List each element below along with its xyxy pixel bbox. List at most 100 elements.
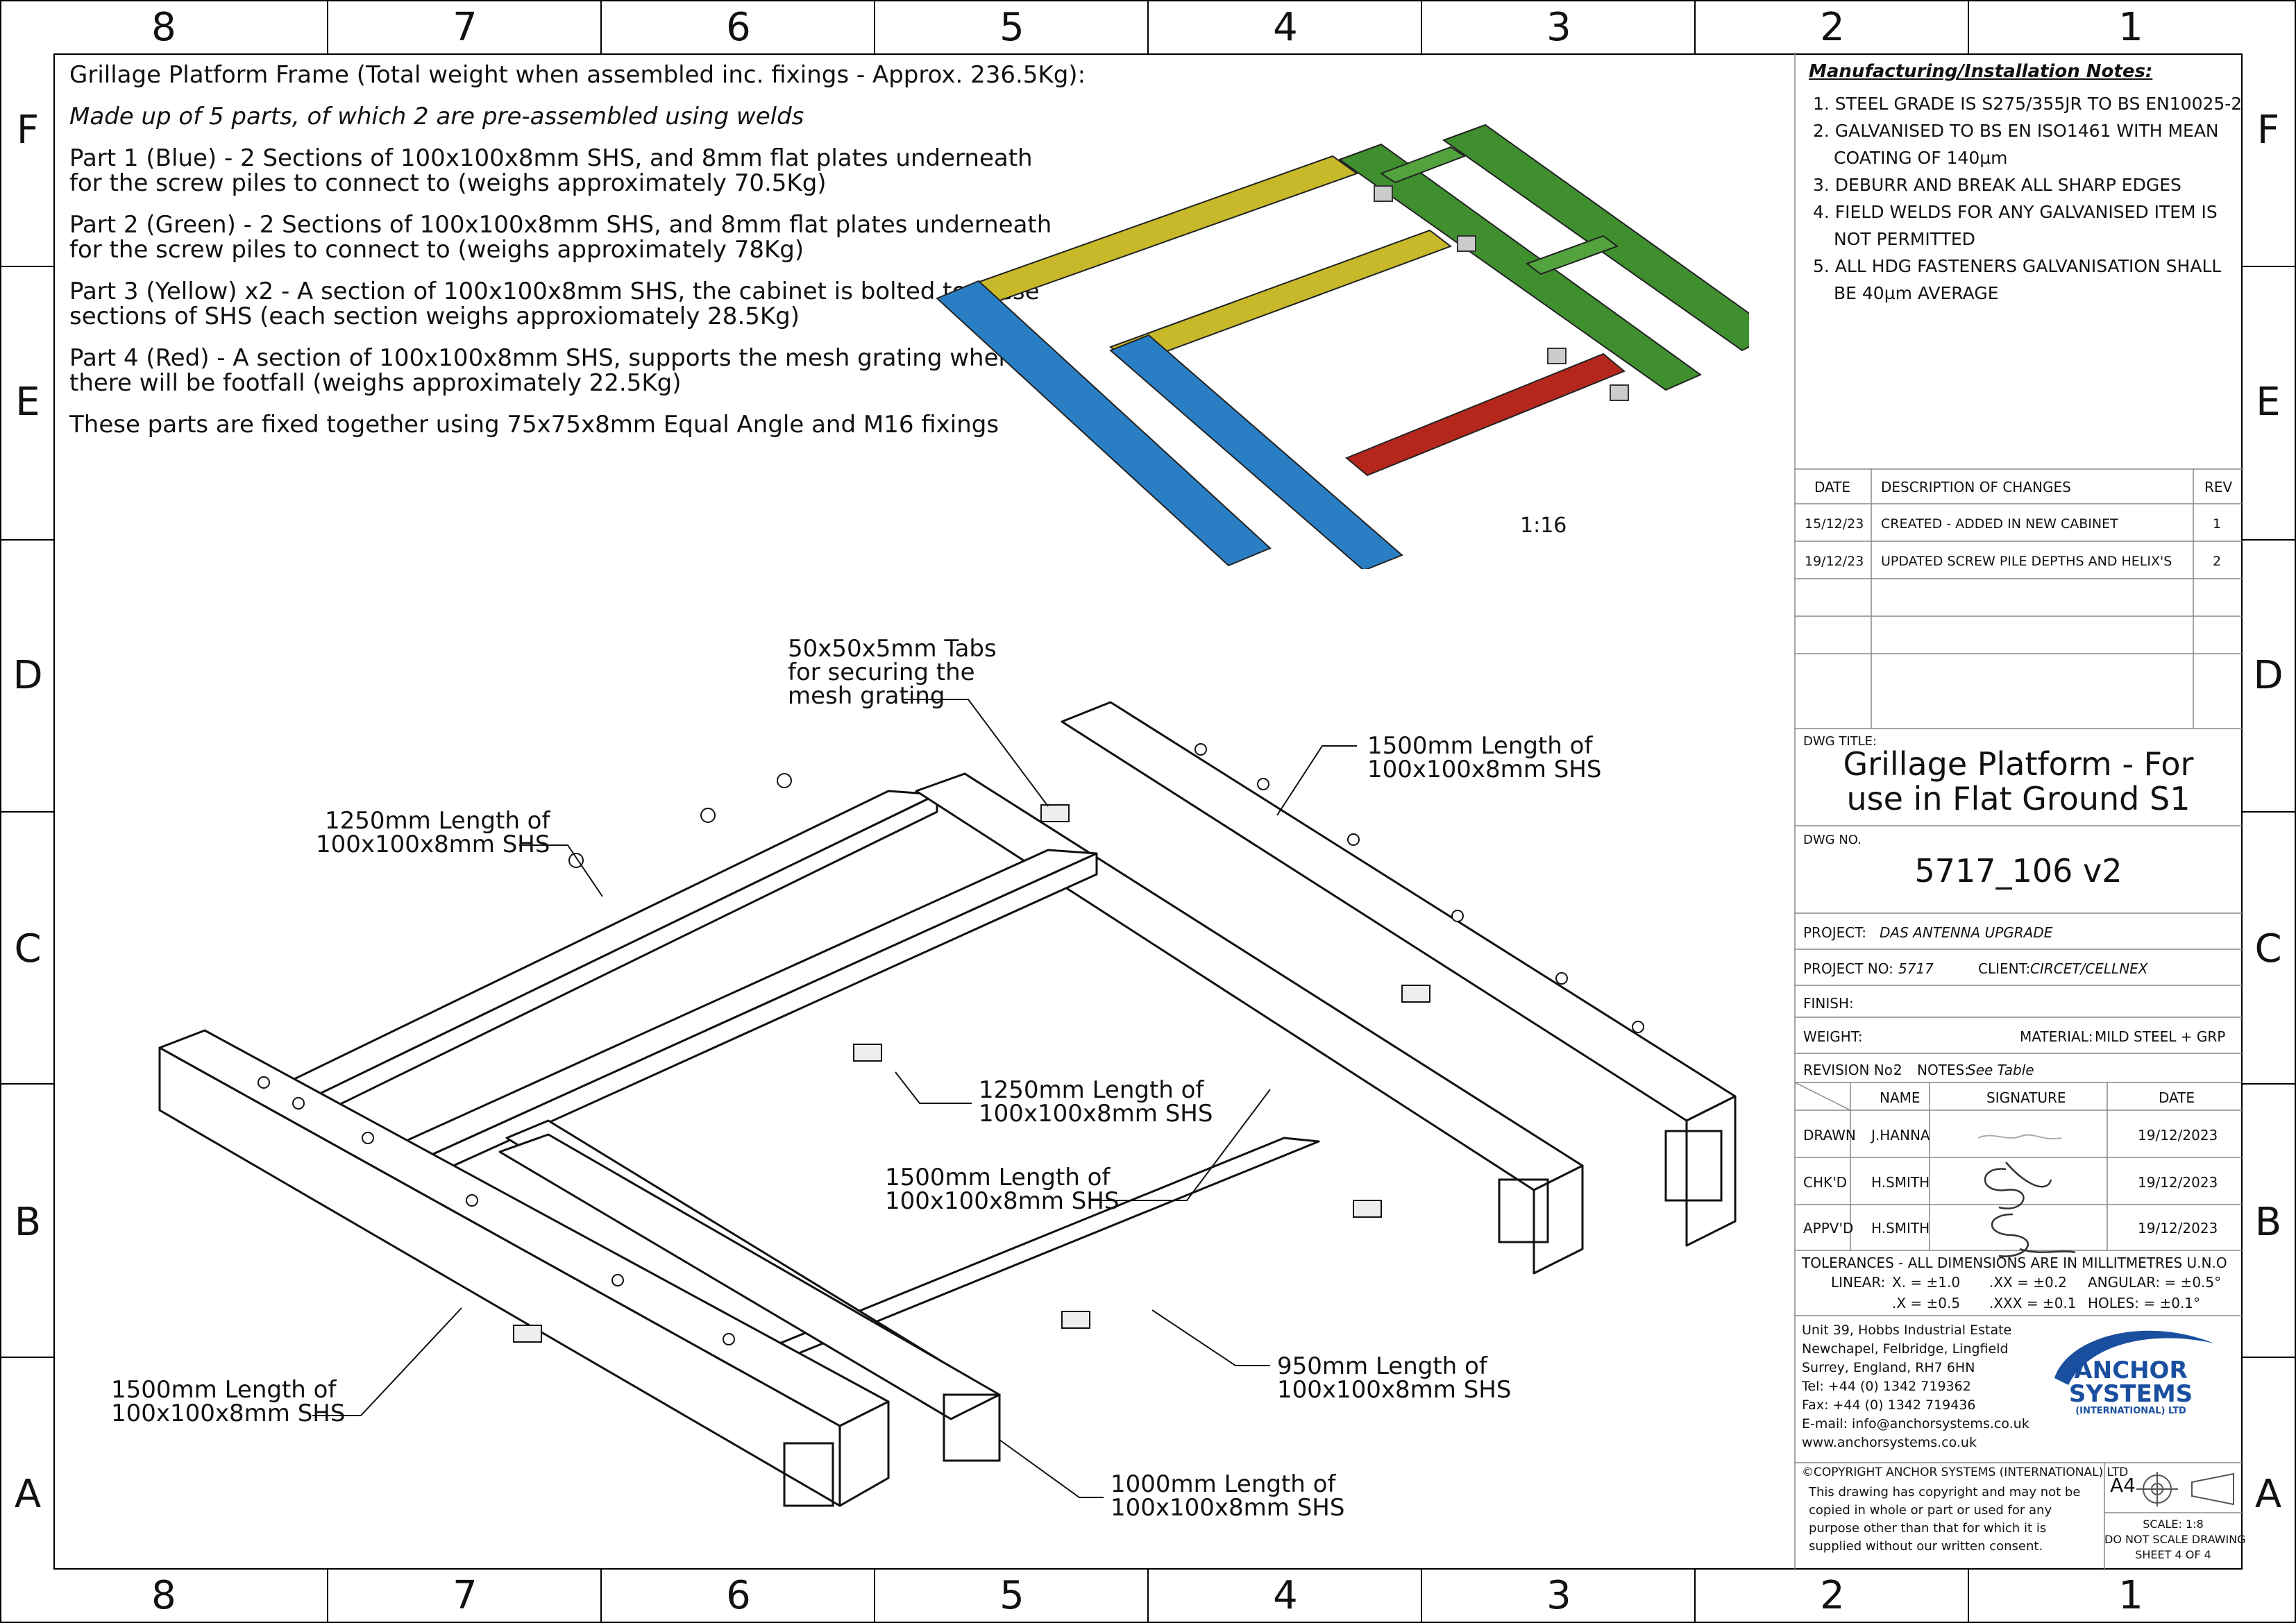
company-logo: ANCHOR SYSTEMS (INTERNATIONAL) LTD — [2068, 1357, 2193, 1416]
sign-name: H.SMITH — [1871, 1174, 1930, 1191]
zone-col-bottom: 3 — [1546, 1573, 1571, 1618]
zone-row-right: F — [2256, 108, 2280, 153]
sign-date: 19/12/2023 — [2138, 1220, 2218, 1237]
project-label: PROJECT: — [1803, 924, 1866, 941]
zone-col-top: 4 — [1273, 5, 1298, 50]
weight-label: WEIGHT: — [1803, 1028, 1863, 1045]
sign-name: H.SMITH — [1871, 1220, 1930, 1237]
zone-col-top: 5 — [999, 5, 1024, 50]
sign-date: 19/12/2023 — [2138, 1127, 2218, 1144]
rev-row-rev: 2 — [2213, 554, 2222, 569]
tolerances-heading: TOLERANCES - ALL DIMENSIONS ARE IN MILLI… — [1802, 1255, 2227, 1271]
zone-row-left: D — [12, 653, 43, 698]
material-label: MATERIAL: — [2020, 1028, 2093, 1045]
zone-col-bottom: 5 — [999, 1573, 1024, 1618]
project-no-label: PROJECT NO: — [1803, 960, 1893, 977]
parts-description: Grillage Platform Frame (Total weight wh… — [69, 62, 1086, 454]
description-title: Grillage Platform Frame (Total weight wh… — [69, 61, 1086, 89]
dwg-no-label: DWG NO. — [1803, 833, 1862, 847]
signature-approved — [1991, 1213, 2076, 1257]
copyright-heading: ©COPYRIGHT ANCHOR SYSTEMS (INTERNATIONAL… — [1802, 1465, 2129, 1479]
part1-text: Part 1 (Blue) - 2 Sections of 100x100x8m… — [69, 144, 1033, 197]
tol-linear-label: LINEAR: — [1831, 1274, 1886, 1291]
zone-row-right: C — [2254, 926, 2282, 971]
sheet-info: SCALE: 1:8 DO NOT SCALE DRAWING SHEET 4 … — [2104, 1518, 2246, 1561]
zone-row-left: C — [14, 926, 42, 971]
main-iso-drawing — [158, 701, 1737, 1507]
zone-row-right: B — [2254, 1200, 2282, 1245]
sign-header-signature: SIGNATURE — [1986, 1089, 2066, 1106]
signatures — [1977, 1134, 2076, 1257]
sign-role: DRAWN — [1803, 1127, 1856, 1144]
rev-header-description: DESCRIPTION OF CHANGES — [1881, 479, 2071, 495]
part2-text: Part 2 (Green) - 2 Sections of 100x100x8… — [69, 211, 1052, 264]
part4-text: Part 4 (Red) - A section of 100x100x8mm … — [69, 344, 1022, 397]
iso-scale-label: 1:16 — [1520, 513, 1567, 538]
sign-header-date: DATE — [2159, 1089, 2195, 1106]
notes-label: NOTES: — [1917, 1062, 1969, 1078]
zone-col-bottom: 1 — [2118, 1573, 2143, 1618]
zone-row-right: E — [2256, 380, 2281, 425]
zone-col-bottom: 4 — [1273, 1573, 1298, 1618]
sign-date: 19/12/2023 — [2138, 1174, 2218, 1191]
zone-col-bottom: 7 — [453, 1573, 478, 1618]
rev-row-date: 19/12/23 — [1805, 554, 1864, 569]
anchor-logo-swoosh — [2054, 1330, 2214, 1385]
notes-value: See Table — [1967, 1062, 2034, 1078]
revision-label: REVISION No: — [1803, 1062, 1898, 1078]
rev-row-description: CREATED - ADDED IN NEW CABINET — [1881, 516, 2118, 532]
zone-col-top: 8 — [151, 5, 176, 50]
company-address: Unit 39, Hobbs Industrial Estate Newchap… — [1802, 1323, 2029, 1450]
client-value: CIRCET/CELLNEX — [2030, 960, 2148, 977]
rev-row-rev: 1 — [2213, 516, 2222, 532]
tol-x: X. = ±1.0 — [1892, 1274, 1961, 1291]
zone-col-top: 7 — [453, 5, 478, 50]
manufacturing-heading: Manufacturing/Installation Notes: — [1809, 61, 2153, 82]
manufacturing-notes: 1. STEEL GRADE IS S275/355JR TO BS EN100… — [1813, 94, 2243, 303]
zone-col-top: 2 — [1820, 5, 1845, 50]
sign-role: APPV'D — [1803, 1220, 1854, 1237]
finish-label: FINISH: — [1803, 995, 1854, 1012]
zone-row-left: B — [14, 1200, 42, 1245]
tol-xx: .XX = ±0.2 — [1989, 1274, 2067, 1291]
projection-symbol-icon — [2136, 1472, 2234, 1506]
description-subtitle: Made up of 5 parts, of which 2 are pre-a… — [69, 103, 804, 130]
project-value: DAS ANTENNA UPGRADE — [1880, 924, 2053, 941]
zone-row-left: A — [14, 1472, 42, 1517]
sign-header-name: NAME — [1880, 1089, 1921, 1106]
part3-text: Part 3 (Yellow) x2 - A section of 100x10… — [69, 278, 1040, 330]
signature-checked — [1984, 1162, 2052, 1209]
zone-col-top: 6 — [726, 5, 751, 50]
zone-col-bottom: 6 — [726, 1573, 751, 1618]
client-label: CLIENT: — [1978, 960, 2031, 977]
revision-value: 2 — [1893, 1062, 1902, 1078]
tol-angular: ANGULAR: = ±0.5° — [2088, 1274, 2222, 1291]
sign-name: J.HANNA — [1871, 1127, 1930, 1144]
zone-col-bottom: 2 — [1820, 1573, 1845, 1618]
zone-col-top: 3 — [1546, 5, 1571, 50]
rev-row-description: UPDATED SCREW PILE DEPTHS AND HELIX'S — [1881, 554, 2172, 569]
material-value: MILD STEEL + GRP — [2095, 1028, 2226, 1045]
tol-dx: .X = ±0.5 — [1892, 1295, 1961, 1311]
dwg-title-label: DWG TITLE: — [1803, 734, 1877, 749]
sheet-size: A4 — [2110, 1474, 2136, 1497]
zone-row-right: A — [2254, 1472, 2282, 1517]
rev-row-date: 15/12/23 — [1805, 516, 1864, 532]
rev-header-rev: REV — [2204, 479, 2233, 495]
sign-role: CHK'D — [1803, 1174, 1848, 1191]
fixings-text: These parts are fixed together using 75x… — [69, 411, 999, 439]
copyright-text: This drawing has copyright and may not b… — [1809, 1485, 2081, 1554]
coloured-iso-view — [936, 124, 1749, 569]
tol-xxx: .XXX = ±0.1 — [1989, 1295, 2077, 1311]
